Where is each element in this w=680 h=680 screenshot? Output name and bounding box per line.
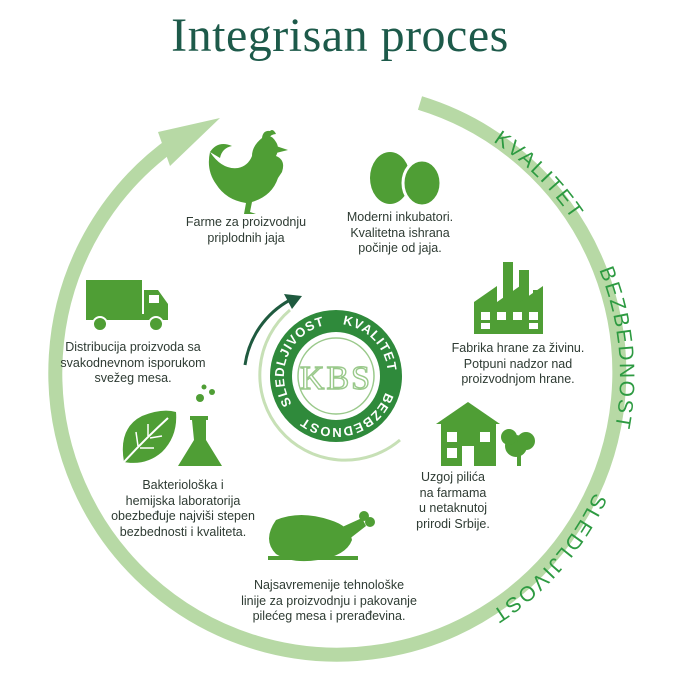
ring-word-bezbednost-path: BEZBEDNOST [594,263,636,432]
distribution-label-line: svežeg mesa. [94,371,172,385]
distribution-label: Distribucija proizvoda sa svakodnevnom i… [48,340,218,387]
laboratory-label-line: Bakteriološka i [142,478,224,492]
processing-label: Najsavremenije tehnološke linije za proi… [214,578,444,625]
incubators-label-line: počinje od jaja. [358,241,442,255]
badge-center-text: KBS [300,360,372,397]
laboratory-label: Bakteriološka i hemijska laboratorija ob… [88,478,278,540]
truck-icon [86,280,168,332]
farms-label-line: priplodnih jaja [207,230,285,245]
badge-dark-arc [243,298,291,366]
distribution-label-line: Distribucija proizvoda sa [65,340,201,354]
breeding-label-line: Uzgoj pilića [421,470,485,484]
incubators-label-line: Kvalitetna ishrana [350,225,450,240]
laboratory-label-line: hemijska laboratorija [125,493,241,508]
processing-label-line: pilećeg mesa i prerađevina. [252,609,406,623]
farms-label: Farme za proizvodnju priplodnih jaja [166,215,326,246]
house-tree-icon [436,402,535,466]
laboratory-label-line: bezbednosti i kvaliteta. [119,524,247,539]
eggs-icon [370,152,443,208]
page-title: Integrisan proces [171,9,509,62]
incubators-label-line: Moderni inkubatori. [346,210,454,224]
feed-factory-label-line: Potpuni nadzor nad [463,356,573,371]
badge-arrowhead [284,294,302,309]
breeding-label-line: prirodi Srbije. [416,516,490,531]
processing-label-line: linije za proizvodnju i pakovanje [241,593,417,608]
ring-word-kvalitet: KVALITET [490,127,588,224]
feed-factory-label-line: proizvodnjom hrane. [461,372,575,386]
processing-label-line: Najsavremenije tehnološke [253,578,405,592]
outer-cycle [48,96,627,662]
outer-cycle-arrowhead [158,118,220,166]
ring-word-kvalitet-path: KVALITET [490,127,586,224]
laboratory-label-line: obezbeđuje najviši stepen [111,509,255,523]
badge-outer-arc [258,308,401,462]
distribution-label-line: svakodnevnom isporukom [60,355,206,370]
leaf-icon [122,410,177,463]
farms-label-line: Farme za proizvodnju [185,215,307,229]
kbs-badge: KVALITET BEZBEDNOST SLEDLJIVOST KBS [243,294,402,462]
badge-inner-white [292,332,380,420]
breeding-label: Uzgoj pilića na farmama u netaknutoj pri… [398,470,508,532]
feed-factory-label: Fabrika hrane za živinu. Potpuni nadzor … [438,341,598,388]
feed-factory-label-line: Fabrika hrane za živinu. [451,341,585,355]
flask-icon [178,384,222,466]
incubators-label: Moderni inkubatori. Kvalitetna ishrana p… [330,210,470,257]
breeding-label-line: u netaknutoj [418,501,488,515]
hen-icon [208,130,288,214]
outer-cycle-arc [48,96,627,662]
roast-chicken-icon [268,511,375,562]
ring-word-bezbednost: BEZBEDNOST [594,263,638,432]
badge-inner-ring [297,337,375,415]
breeding-label-line: na farmama [419,485,487,500]
factory-icon [474,262,543,334]
